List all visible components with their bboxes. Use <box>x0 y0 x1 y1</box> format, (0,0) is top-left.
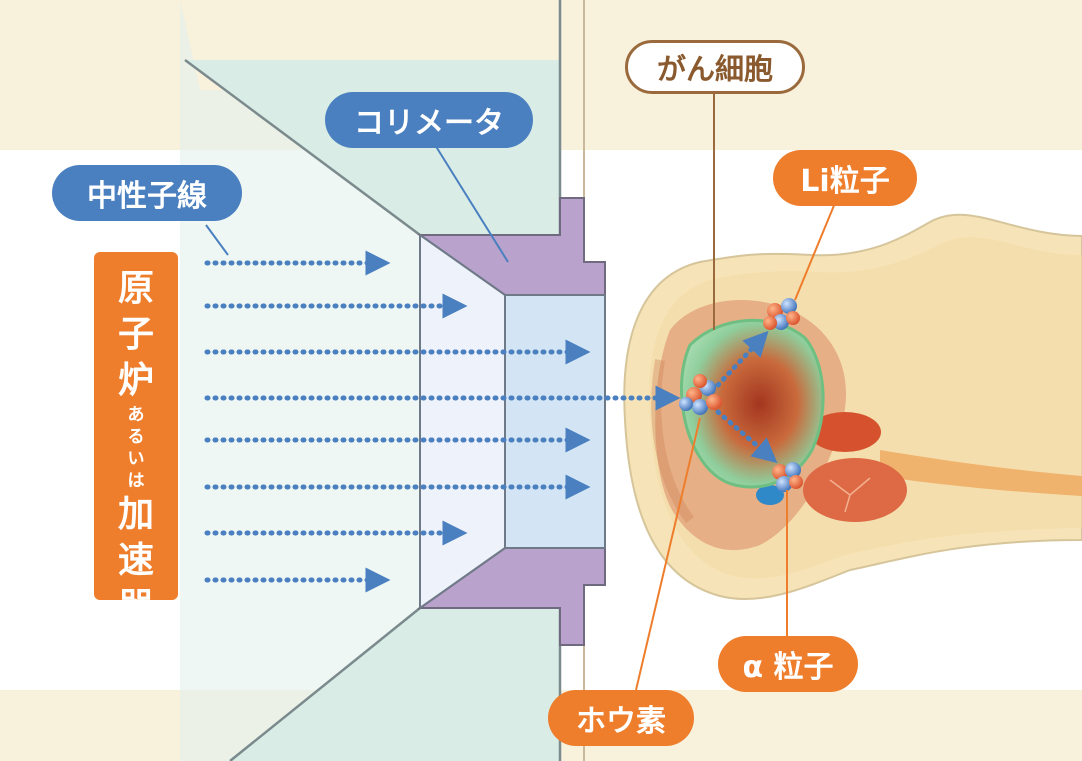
leader-lines <box>205 92 836 691</box>
source-char: い <box>127 449 145 469</box>
source-char: 速 <box>117 540 154 581</box>
alpha-atom <box>772 462 803 492</box>
reaction-arrows <box>715 330 778 464</box>
source-char: あ <box>127 405 145 425</box>
neutron-source-label: 原 子 炉 あ る い は 加 速 器 <box>94 252 178 627</box>
li-particle-label: Li粒子 <box>773 150 917 206</box>
neutron-beam-label: 中性子線 <box>52 165 242 221</box>
source-char: る <box>127 427 145 447</box>
source-char: 原 <box>117 268 154 309</box>
li-atom <box>763 298 800 330</box>
source-char: は <box>127 471 145 491</box>
lower-cone <box>230 608 560 761</box>
cancer-cell-label: がん細胞 <box>625 40 805 94</box>
boron-label: ホウ素 <box>548 690 694 746</box>
collimator <box>416 197 606 646</box>
collimator-label: コリメータ <box>325 92 533 148</box>
alpha-particle-label: α 粒子 <box>718 636 858 692</box>
source-char: 炉 <box>117 360 154 401</box>
source-char: 子 <box>117 314 154 355</box>
neutron-arrows <box>204 250 681 593</box>
source-char: 加 <box>117 494 154 535</box>
boron-atom <box>679 374 722 415</box>
source-char: 器 <box>117 586 154 627</box>
